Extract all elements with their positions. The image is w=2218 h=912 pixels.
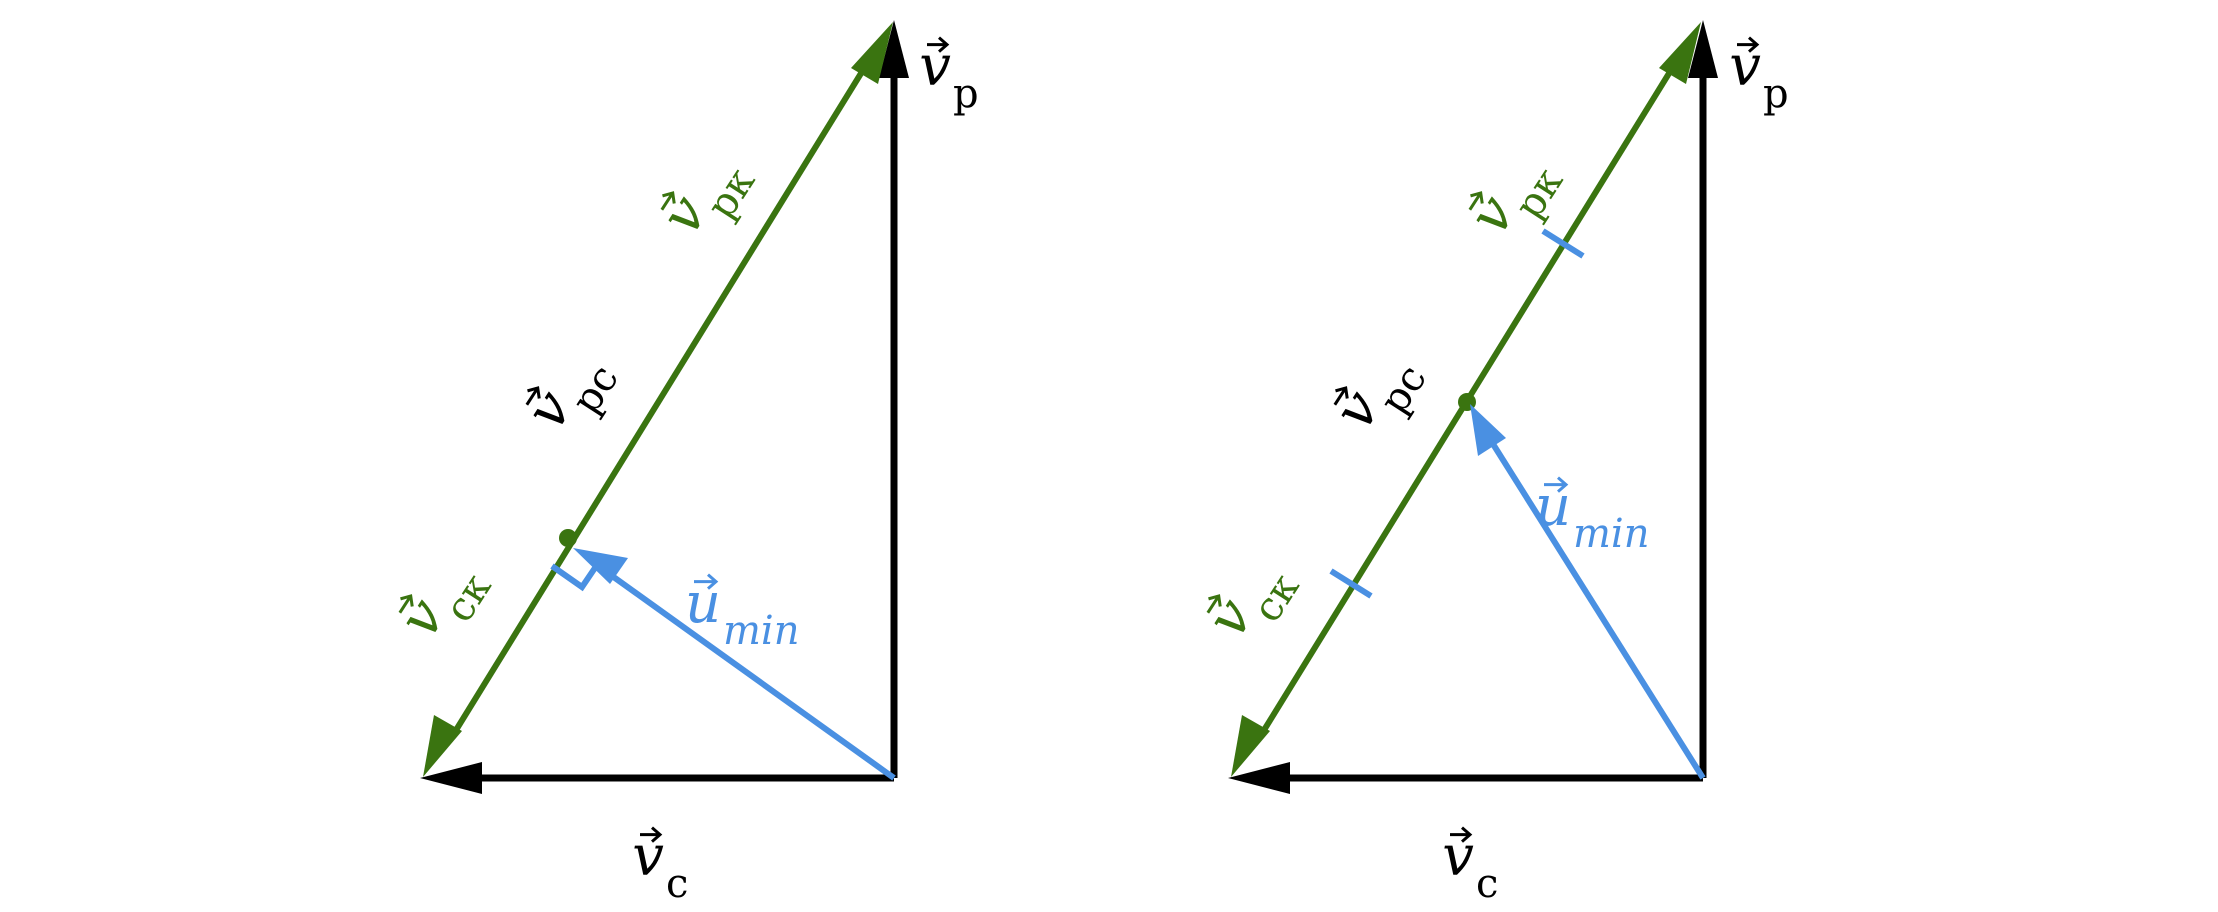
right-label-vpc: vpc [1322,357,1436,441]
vector-arrow-icon [1333,386,1349,406]
umin-arrowhead [573,548,628,584]
vck-arrowhead [423,715,462,777]
left-label-vpk: vpк [649,160,765,246]
umin-vector [606,570,896,781]
label-sub: min [1573,511,1649,557]
vpk-arrowhead [1659,22,1701,84]
tick-mark-lower [1329,568,1373,599]
tick-mark-upper [1541,228,1585,259]
vector-arrow-icon [1737,36,1760,53]
label-main: v [632,824,664,889]
vector-arrow-icon [1468,191,1484,211]
label-sub: c [666,861,688,907]
umin-vector [1490,442,1706,780]
vector-arrow-icon [1544,476,1569,493]
umin-arrowhead [1470,404,1506,456]
label-main: u [1535,474,1571,539]
vpk-arrowhead [851,22,893,84]
right-label-vck: vcк [1195,566,1309,649]
left-label-vpc: vpc [514,357,628,441]
label-sub: p [1763,71,1789,117]
label-sub: min [723,608,799,654]
vector-arrow-icon [398,594,414,614]
vector-arrow-icon [927,36,950,53]
right-angle-mark [550,557,604,592]
label-main: v [919,34,951,99]
right-diagram [1228,20,1718,794]
left-diagram [420,20,909,794]
vp-arrowhead [1688,20,1718,78]
vector-arrow-icon [640,826,663,843]
vck-arrowhead [1231,715,1270,777]
intersection-point [559,529,577,547]
label-sub: p [953,71,979,117]
label-main: v [1729,34,1761,99]
label-main: v [1442,824,1474,889]
vector-arrow-icon [1206,594,1222,614]
vector-arrow-icon [525,386,541,406]
vc-arrowhead [420,762,482,794]
vc-arrowhead [1228,762,1290,794]
vpc-line [450,60,871,737]
label-sub: c [1476,861,1498,907]
vp-arrowhead [879,20,909,78]
label-main: u [685,571,721,636]
vector-arrow-icon [1450,826,1473,843]
left-label-vck: vcк [387,566,501,649]
vector-arrow-icon [660,191,676,211]
vector-arrow-icon [694,573,719,590]
